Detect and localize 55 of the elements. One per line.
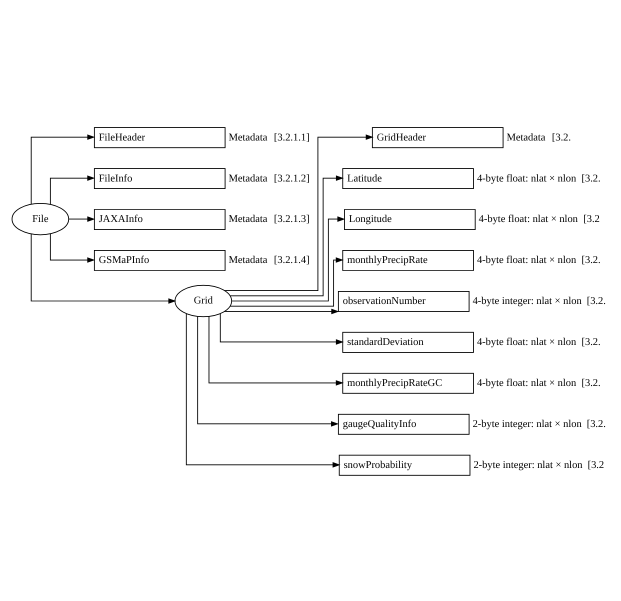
- arrow: [68, 216, 96, 222]
- arrow: [220, 312, 344, 344]
- node-label: [3.2.: [586, 418, 606, 430]
- node-label: 4-byte float: nlat × nlon: [476, 378, 576, 389]
- arrow: [197, 316, 339, 426]
- node-label: Metadata: [506, 132, 546, 143]
- node-box: observationNumber: [338, 290, 470, 312]
- node-label: [3.2: [588, 459, 604, 470]
- node-label: [3.2.: [582, 378, 601, 389]
- arrow: [50, 174, 96, 204]
- node-label: Metadata: [228, 172, 268, 184]
- node-label: 2-byte integer: nlat × nlon: [472, 418, 582, 430]
- node-label: [3.2.: [582, 254, 601, 266]
- node-label: Metadata: [228, 214, 268, 225]
- node-label: [3.2.1.4]: [274, 254, 310, 266]
- node-label: Metadata: [228, 254, 268, 266]
- node-box: gaugeQualityInfo: [338, 413, 470, 434]
- node-label: 4-byte float: nlat × nlon: [476, 254, 576, 266]
- node-box: GSMaPInfo: [94, 250, 226, 270]
- node-label: [3.2.: [586, 296, 606, 307]
- node-box: FileHeader: [94, 126, 226, 148]
- node-label: [3.2.: [582, 172, 601, 184]
- node-label: 4-byte integer: nlat × nlon: [472, 296, 582, 307]
- arrow: [186, 312, 340, 468]
- node-label: [3.2.1.3]: [274, 214, 310, 225]
- arrow: [224, 308, 340, 314]
- node-label: 2-byte integer: nlat × nlon: [473, 459, 583, 470]
- arrow: [30, 134, 96, 204]
- node-box: Longitude: [344, 208, 476, 230]
- node-ellipse: Grid: [174, 284, 232, 317]
- arrow: [208, 315, 344, 386]
- node-box: monthlyPrecipRate: [342, 250, 474, 270]
- node-box: monthlyPrecipRateGC: [342, 372, 474, 394]
- node-label: [3.2.1.2]: [274, 172, 310, 184]
- node-label: 4-byte float: nlat × nlon: [476, 172, 576, 184]
- node-label: [3.2.: [552, 132, 572, 143]
- arrow: [230, 256, 344, 306]
- node-label: [3.2.1.1]: [274, 132, 310, 143]
- arrow: [30, 233, 176, 304]
- arrow: [50, 232, 96, 262]
- node-ellipse: File: [12, 202, 70, 235]
- node-label: Metadata: [228, 132, 268, 143]
- node-label: [3.2.: [582, 336, 601, 348]
- node-box: standardDeviation: [342, 331, 474, 352]
- arrow: [231, 216, 346, 301]
- node-label: [3.2: [583, 214, 600, 225]
- node-box: JAXAInfo: [94, 208, 226, 230]
- arrow: [230, 174, 344, 296]
- node-box: snowProbability: [338, 454, 470, 476]
- node-box: Latitude: [342, 168, 474, 189]
- node-label: 4-byte float: nlat × nlon: [478, 214, 578, 225]
- node-label: 4-byte float: nlat × nlon: [476, 336, 576, 348]
- node-box: FileInfo: [94, 168, 226, 189]
- node-box: GridHeader: [372, 126, 504, 148]
- arrow: [224, 134, 374, 290]
